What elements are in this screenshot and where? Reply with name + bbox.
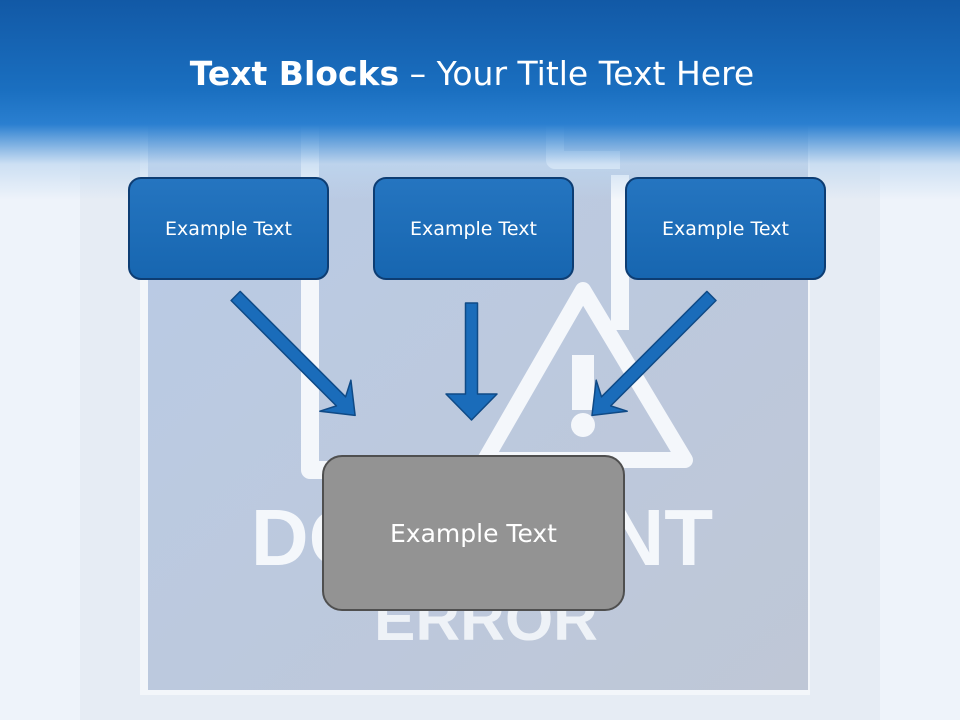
- title-bold: Text Blocks: [189, 54, 400, 93]
- slide-title: Text Blocks – Your Title Text Here: [0, 52, 944, 96]
- title-separator: –: [399, 54, 437, 93]
- warning-exclamation-dot: [571, 413, 595, 437]
- title-rest: Your Title Text Here: [436, 54, 755, 93]
- text-block-top-left[interactable]: Example Text: [128, 177, 329, 280]
- text-block-bottom[interactable]: Example Text: [322, 455, 625, 611]
- text-block-top-left-label: Example Text: [165, 217, 292, 240]
- text-block-bottom-label: Example Text: [390, 518, 557, 548]
- text-block-top-center[interactable]: Example Text: [373, 177, 574, 280]
- header-banner: [0, 0, 960, 200]
- text-block-top-center-label: Example Text: [410, 217, 537, 240]
- warning-exclamation-bar: [572, 355, 594, 410]
- text-block-top-right[interactable]: Example Text: [625, 177, 826, 280]
- text-block-top-right-label: Example Text: [662, 217, 789, 240]
